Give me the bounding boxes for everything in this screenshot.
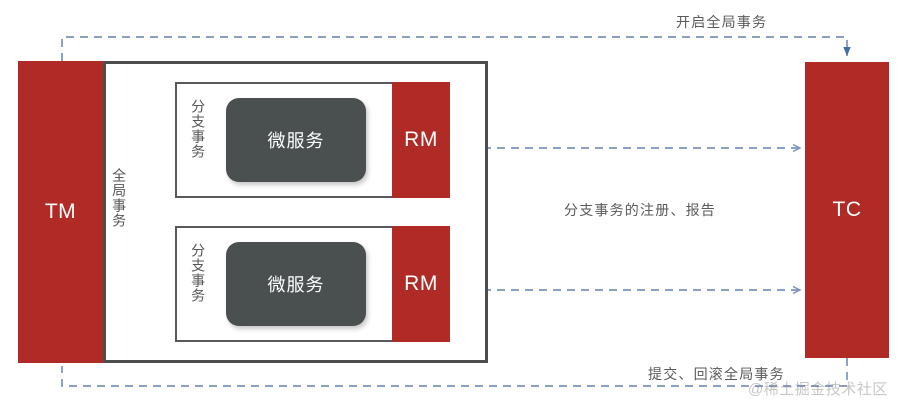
microservice-label: 微服务 <box>267 275 325 295</box>
rm-label: RM <box>404 272 438 295</box>
microservice-label: 微服务 <box>267 131 325 151</box>
flow-open-global-transaction <box>61 36 851 61</box>
rm-box-1[interactable]: RM <box>392 82 450 198</box>
branch-transaction-1: 分支事务 微服务 RM <box>175 82 450 198</box>
tm-box[interactable]: TM <box>18 61 103 363</box>
branch-transaction-2: 分支事务 微服务 RM <box>175 226 450 342</box>
microservice-box[interactable]: 微服务 <box>226 98 366 182</box>
flow-label-open-global-transaction: 开启全局事务 <box>676 14 768 30</box>
branch-transaction-label: 分支事务 <box>190 99 207 159</box>
flow-commit-rollback <box>61 349 851 387</box>
tm-label: TM <box>44 200 77 223</box>
branch-transaction-label: 分支事务 <box>190 243 207 303</box>
flow-label-branch-register-report: 分支事务的注册、报告 <box>564 202 716 218</box>
microservice-box[interactable]: 微服务 <box>226 242 366 326</box>
global-transaction-label: 全局事务 <box>111 168 128 228</box>
flow-label-commit-rollback: 提交、回滚全局事务 <box>648 366 785 382</box>
rm-label: RM <box>404 128 438 151</box>
rm-box-2[interactable]: RM <box>392 226 450 342</box>
tc-box[interactable]: TC <box>805 62 889 358</box>
tc-label: TC <box>832 198 862 221</box>
